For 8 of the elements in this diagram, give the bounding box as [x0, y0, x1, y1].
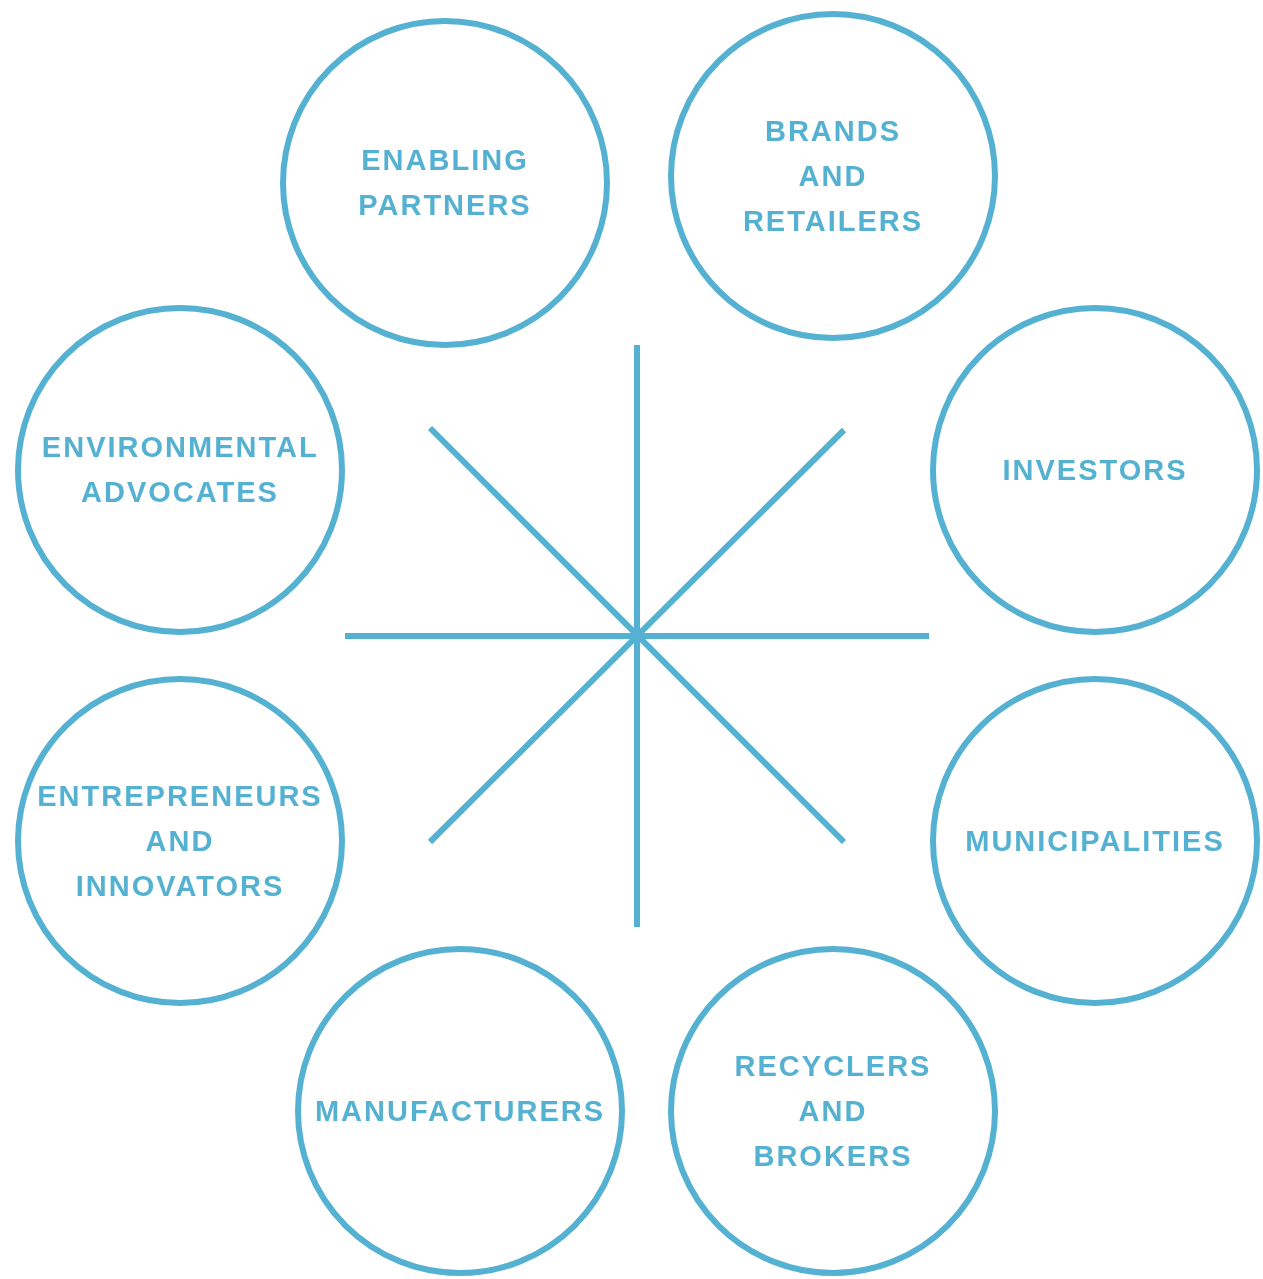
circle-label: BRANDS AND RETAILERS	[742, 113, 924, 239]
circle-label: ENABLING PARTNERS	[358, 143, 532, 223]
circle-label: RECYCLERS AND BROKERS	[734, 1048, 932, 1174]
circle-label: ENTREPRENEURS AND INNOVATORS	[37, 778, 323, 904]
circle-label: MANUFACTURERS	[314, 1093, 606, 1129]
circle-label: ENVIRONMENTAL ADVOCATES	[41, 430, 319, 510]
circle-label: MUNICIPALITIES	[965, 823, 1225, 859]
circle-label: INVESTORS	[1002, 452, 1188, 488]
